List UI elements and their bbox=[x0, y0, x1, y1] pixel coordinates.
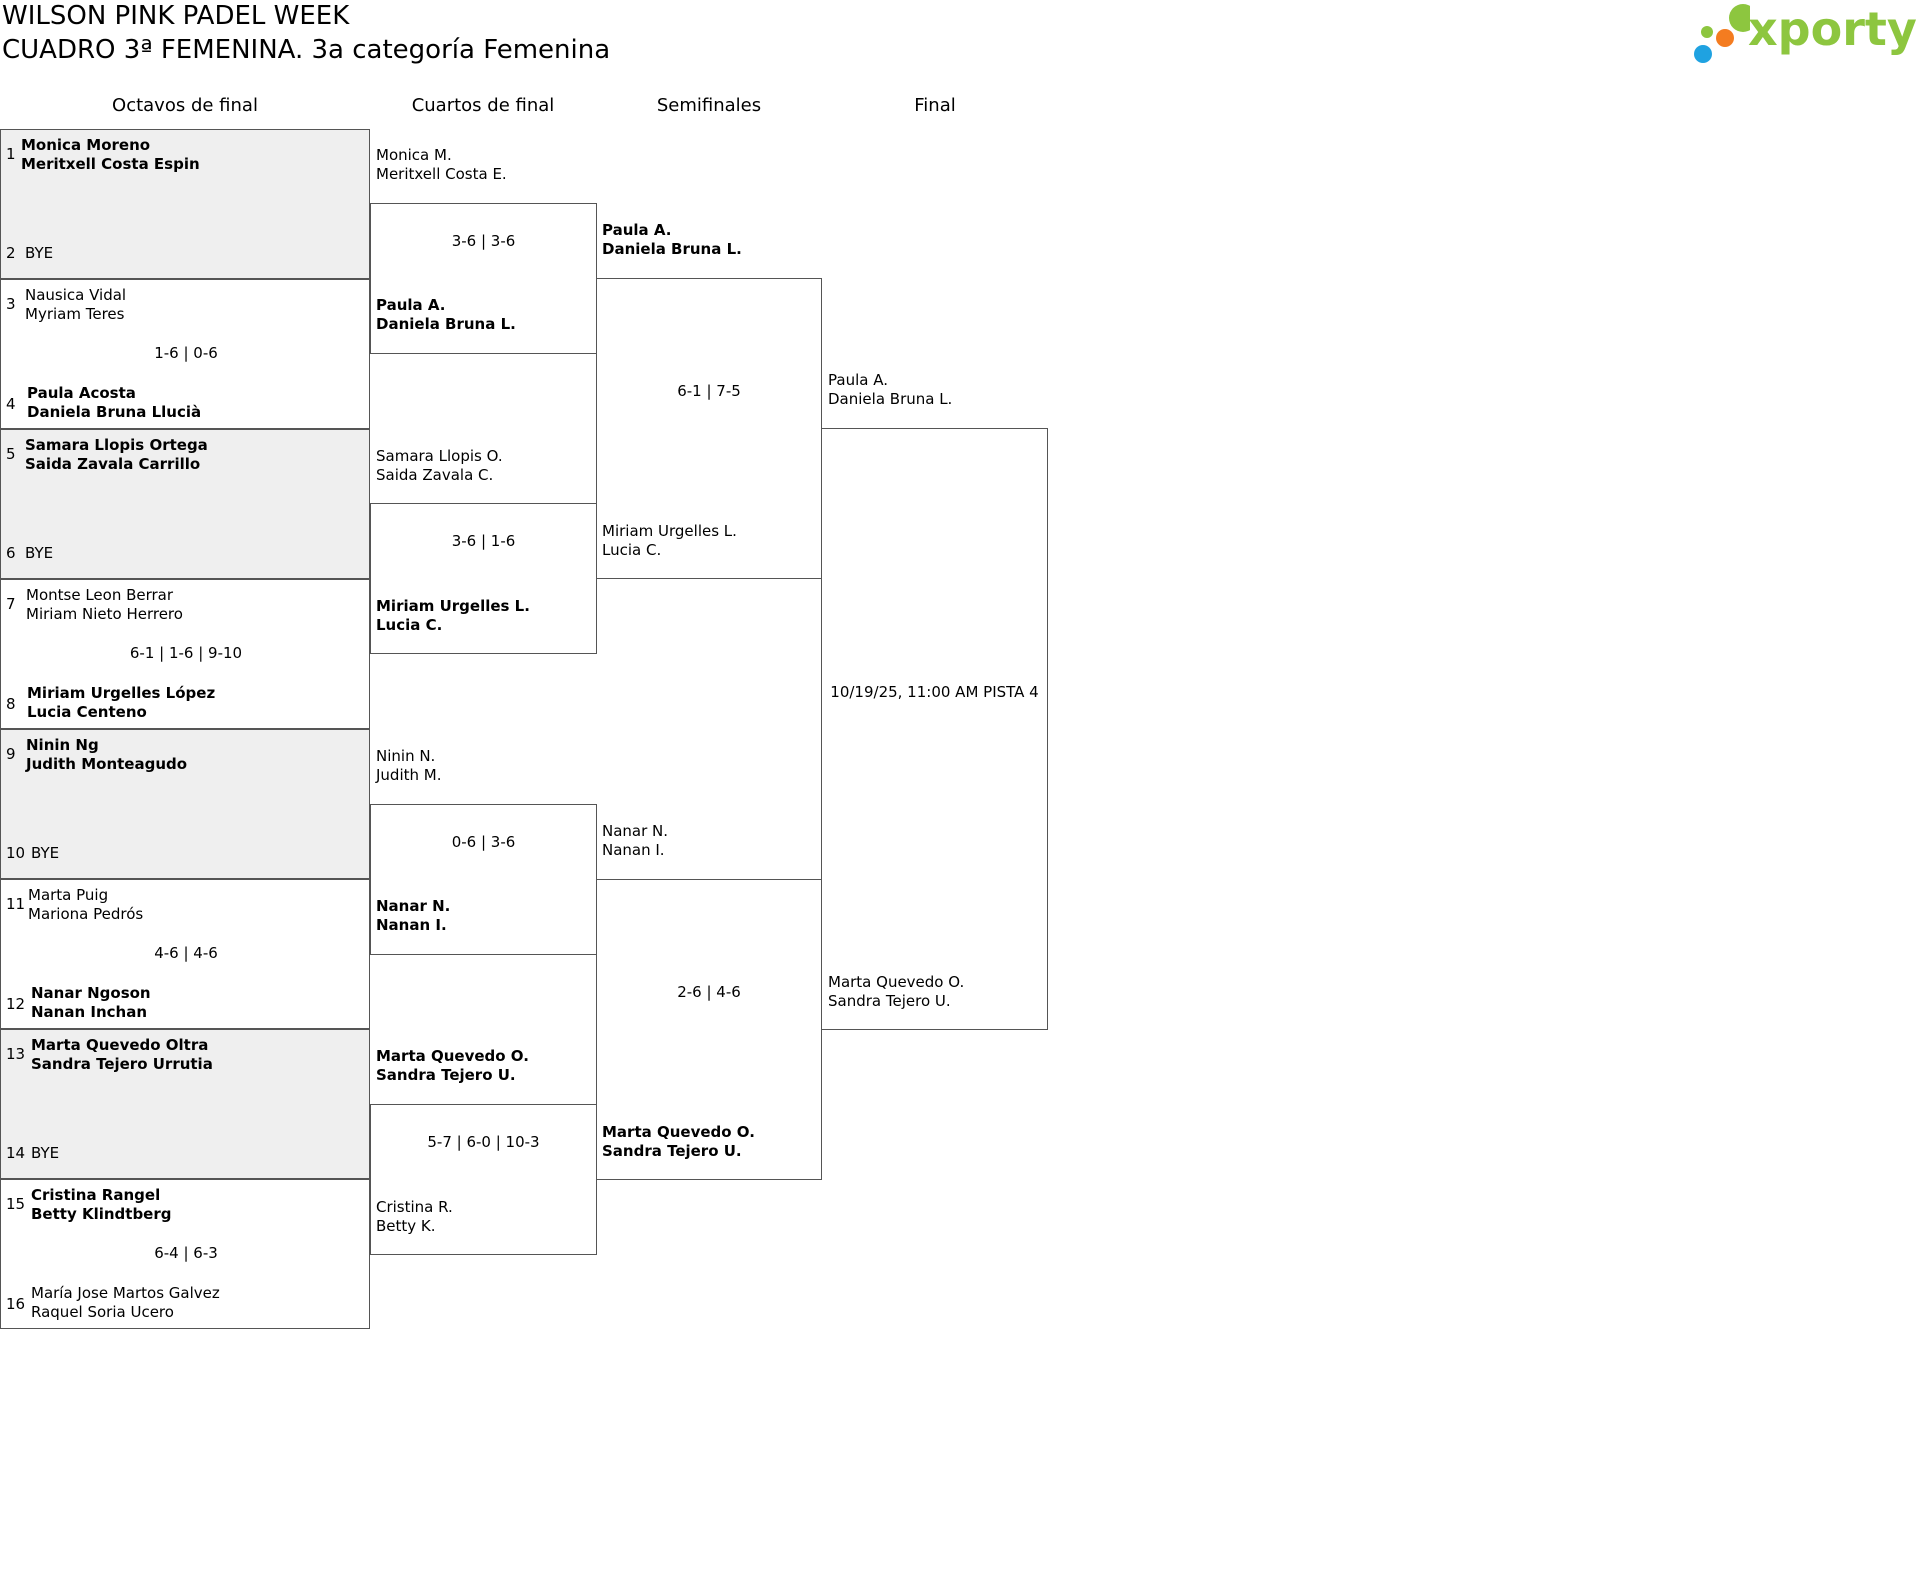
team-pair: Nanar N.Nanan I. bbox=[602, 822, 669, 859]
column-final: Final bbox=[914, 95, 956, 116]
seed-number: 15 bbox=[6, 1195, 26, 1213]
seed-number: 1 bbox=[6, 145, 16, 163]
team-pair: Samara Llopis O.Saida Zavala C. bbox=[376, 447, 503, 484]
seed-number: 3 bbox=[6, 295, 16, 313]
match-score: 3-6 | 3-6 bbox=[451, 232, 516, 250]
match-score: 3-6 | 1-6 bbox=[451, 532, 516, 550]
match-score: 6-4 | 6-3 bbox=[154, 1244, 218, 1262]
team-pair: Marta Quevedo O.Sandra Tejero U. bbox=[828, 973, 965, 1010]
match-score: 2-6 | 4-6 bbox=[677, 983, 741, 1001]
seed-number: 13 bbox=[6, 1045, 26, 1063]
column-semifinals: Semifinales bbox=[656, 95, 762, 116]
column-round-of-16: Octavos de final bbox=[112, 95, 258, 116]
tournament-title: WILSON PINK PADEL WEEK bbox=[2, 1, 350, 31]
seed-number: 10 bbox=[6, 844, 26, 862]
team-pair: Marta Quevedo O.Sandra Tejero U. bbox=[602, 1123, 755, 1160]
team-pair: Miriam Urgelles L.Lucia C. bbox=[376, 597, 530, 634]
match-score: 4-6 | 4-6 bbox=[154, 944, 218, 962]
seed-number: 8 bbox=[6, 695, 16, 713]
seed-number: 9 bbox=[6, 745, 16, 763]
team-pair: Miriam Urgelles L.Lucia C. bbox=[602, 522, 737, 559]
seed-number: 6 bbox=[6, 544, 16, 562]
seed-number: 4 bbox=[6, 395, 16, 413]
team-pair: Monica M.Meritxell Costa E. bbox=[376, 146, 507, 183]
bye-label: BYE bbox=[31, 844, 60, 862]
team-pair: Ninin N.Judith M. bbox=[376, 747, 442, 784]
team-pair: Nanar N.Nanan I. bbox=[376, 897, 451, 934]
seed-number: 14 bbox=[6, 1144, 26, 1162]
seed-number: 7 bbox=[6, 595, 16, 613]
team-pair: Paula A.Daniela Bruna L. bbox=[828, 371, 953, 408]
final-schedule: 10/19/25, 11:00 AM PISTA 4 bbox=[830, 683, 1039, 701]
seed-number: 12 bbox=[6, 995, 26, 1013]
bye-label: BYE bbox=[25, 244, 54, 262]
logo-dots-icon bbox=[1694, 4, 1750, 63]
seed-number: 2 bbox=[6, 244, 16, 262]
match-score: 6-1 | 1-6 | 9-10 bbox=[129, 644, 243, 662]
bye-label: BYE bbox=[31, 1144, 60, 1162]
xporty-logo: xporty bbox=[1680, 0, 1920, 70]
seed-number: 5 bbox=[6, 445, 16, 463]
seed-number: 16 bbox=[6, 1295, 26, 1313]
seed-number: 11 bbox=[6, 895, 26, 913]
final-match bbox=[821, 428, 1048, 1030]
team-pair: Paula A.Daniela Bruna L. bbox=[376, 296, 516, 333]
team-pair: Cristina R.Betty K. bbox=[376, 1198, 453, 1235]
logo-wordmark: xporty bbox=[1748, 2, 1917, 56]
team-pair: Marta Quevedo O.Sandra Tejero U. bbox=[376, 1047, 529, 1084]
match-score: 0-6 | 3-6 bbox=[451, 833, 516, 851]
column-quarterfinals: Cuartos de final bbox=[411, 95, 555, 116]
draw-subtitle: CUADRO 3ª FEMENINA. 3a categoría Femenin… bbox=[2, 35, 611, 65]
match-score: 5-7 | 6-0 | 10-3 bbox=[427, 1133, 540, 1151]
match-score: 1-6 | 0-6 bbox=[154, 344, 218, 362]
team-pair: Paula A.Daniela Bruna L. bbox=[602, 221, 742, 258]
match-score: 6-1 | 7-5 bbox=[677, 382, 741, 400]
bye-label: BYE bbox=[25, 544, 54, 562]
